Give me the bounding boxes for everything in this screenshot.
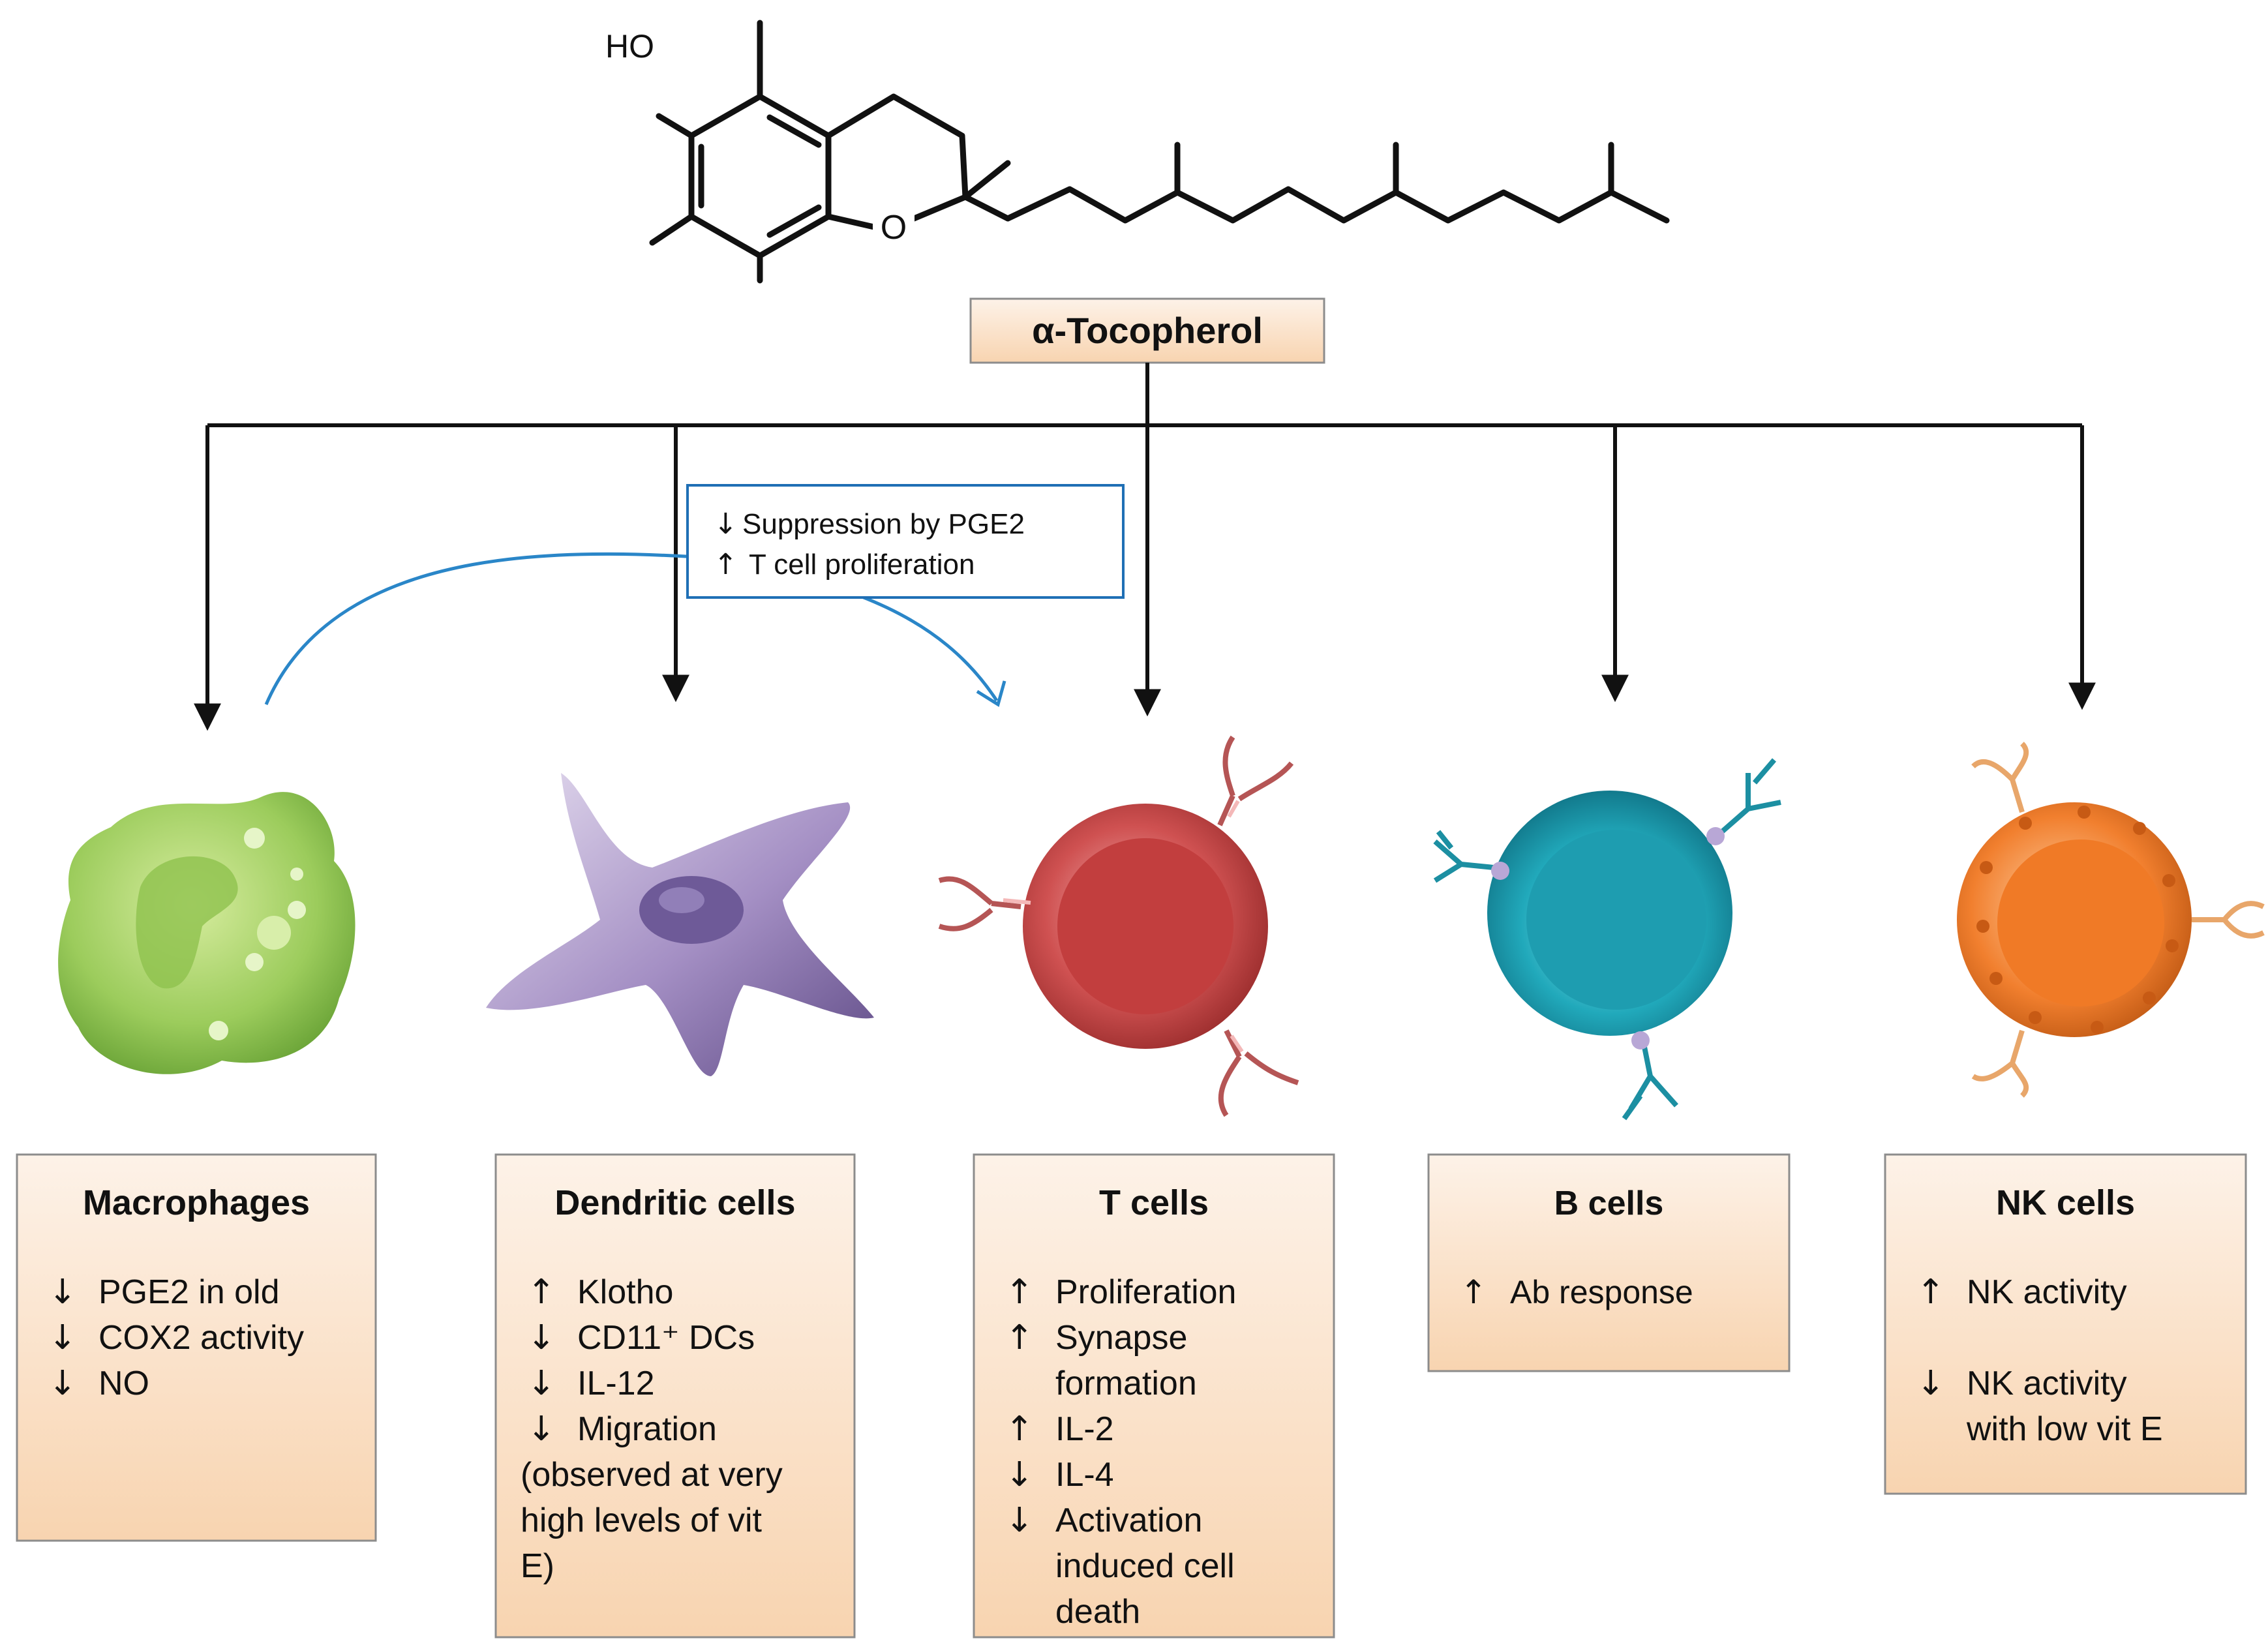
- tocopherol-structure: [649, 20, 1670, 284]
- cell-effect-boxes: Macrophages ↓ PGE2 in old ↓ COX2 activity ↓ NO…: [16, 1153, 2247, 1639]
- pge2-curve-arrowhead: [976, 680, 1006, 707]
- macrophages-box: [16, 1153, 377, 1542]
- tcells-item-text: Activation: [1055, 1502, 1202, 1539]
- pge2-note-box: [686, 484, 1125, 599]
- nk-cell-image: [1957, 742, 2265, 1098]
- bcells-title: B cells: [1554, 1185, 1664, 1222]
- nkcells-item-arrow: ↓: [1916, 1364, 1945, 1403]
- nkcells-box: [1884, 1153, 2247, 1495]
- oxygen-label-bg: [873, 210, 915, 247]
- bcells-item-text: Ab response: [1510, 1274, 1693, 1310]
- tcells-box: [973, 1153, 1335, 1639]
- tcells-item-text: formation: [1055, 1365, 1197, 1402]
- tcells-item-text: IL-4: [1055, 1456, 1114, 1494]
- branch-connectors: [194, 363, 2096, 731]
- nkcells-item-text: NK activity: [1967, 1273, 2127, 1311]
- dendritic-item-arrow: ↑: [527, 1273, 556, 1312]
- tcells-item-arrow: ↓: [1005, 1455, 1034, 1494]
- pge2-note-text-1: Suppression by PGE2: [742, 508, 1025, 540]
- tocopherol-label-box: [969, 297, 1325, 364]
- bcells-item-arrow: ↑: [1460, 1273, 1487, 1311]
- t-cell-image: [938, 735, 1299, 1117]
- macrophages-item-text: PGE2 in old: [98, 1273, 280, 1311]
- dendritic-note-line: high levels of vit: [521, 1502, 763, 1539]
- macrophages-item-arrow: ↓: [48, 1273, 77, 1312]
- b-cell-image: [1433, 758, 1781, 1121]
- pge2-note-text-2: T cell proliferation: [749, 549, 975, 581]
- dendritic-item-arrow: ↓: [527, 1410, 556, 1449]
- dendritic-note-line: E): [521, 1547, 554, 1585]
- dendritic-item-arrow: ↓: [527, 1318, 556, 1357]
- dendritic-box: [494, 1153, 856, 1639]
- dendritic-item-text: Klotho: [577, 1273, 673, 1311]
- nkcells-title: NK cells: [1996, 1183, 2135, 1222]
- tcells-item-arrow: ↑: [1005, 1410, 1034, 1449]
- dendritic-item-text: Migration: [577, 1410, 717, 1448]
- tcells-item-text: Synapse: [1055, 1319, 1187, 1357]
- macrophage-cell-image: [58, 792, 355, 1074]
- dendritic-title: Dendritic cells: [554, 1183, 795, 1222]
- macrophages-item-text: NO: [98, 1365, 149, 1402]
- bcells-box: [1427, 1153, 1791, 1372]
- tcells-item-text: IL-2: [1055, 1410, 1114, 1448]
- dendritic-item-text: CD11⁺ DCs: [577, 1319, 755, 1357]
- nkcells-item-text: NK activity: [1967, 1365, 2127, 1402]
- tcells-item-arrow: ↑: [1005, 1318, 1034, 1357]
- tocopherol-label: α-Tocopherol: [1032, 310, 1263, 351]
- macrophages-item-text: COX2 activity: [98, 1319, 304, 1357]
- tcells-item-arrow: ↑: [1005, 1273, 1034, 1312]
- tcells-title: T cells: [1099, 1183, 1209, 1222]
- pge2-note-arrow-1: ↓: [714, 507, 738, 541]
- dendritic-item-arrow: ↓: [527, 1364, 556, 1403]
- dendritic-note-line: (observed at very: [521, 1456, 783, 1494]
- macrophages-title: Macrophages: [83, 1183, 310, 1222]
- macrophages-item-arrow: ↓: [48, 1364, 77, 1403]
- tcells-item-arrow: ↓: [1005, 1501, 1034, 1540]
- nkcells-item-text: with low vit E: [1966, 1410, 2163, 1448]
- tcells-item-text: Proliferation: [1055, 1273, 1236, 1311]
- dendritic-cell-image: [486, 773, 874, 1076]
- nkcells-item-arrow: ↑: [1916, 1273, 1945, 1312]
- tcells-item-text: induced cell: [1055, 1547, 1235, 1585]
- tcells-item-text: death: [1055, 1593, 1140, 1631]
- hydroxyl-label: HO: [605, 28, 654, 65]
- dendritic-item-text: IL-12: [577, 1365, 655, 1402]
- macrophages-item-arrow: ↓: [48, 1318, 77, 1357]
- pge2-note-arrow-2: ↑: [714, 548, 738, 581]
- oxygen-label: O: [881, 209, 907, 247]
